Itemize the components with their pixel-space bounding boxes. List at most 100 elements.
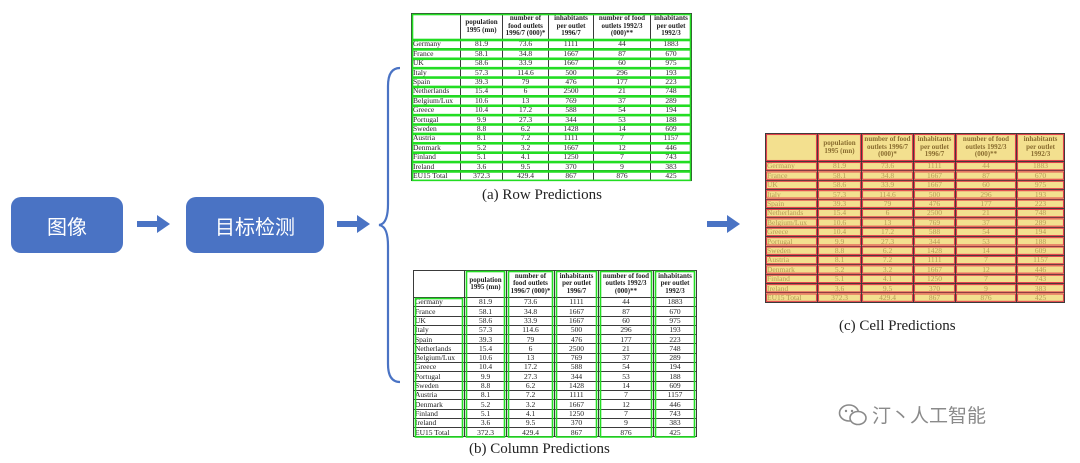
- table-row-label: Spain: [413, 334, 465, 345]
- table-row-label: Belgium/Lux: [413, 352, 465, 364]
- table-row-label: Netherlands: [765, 207, 818, 219]
- table-cell: 188: [650, 114, 692, 125]
- table-cell: 372.3: [460, 170, 503, 181]
- table-cell: 500: [554, 324, 599, 336]
- table-cell: 1428: [548, 123, 594, 134]
- table-cell: 17.2: [861, 226, 914, 238]
- table-cell: 743: [650, 151, 692, 163]
- table-cell: 37: [593, 95, 651, 106]
- table-cell: 114.6: [861, 189, 914, 200]
- table-row-label: Netherlands: [411, 85, 461, 97]
- table-cell: 37: [598, 352, 654, 364]
- table-row-label: Austria: [411, 132, 461, 144]
- table-cell: 3.2: [502, 142, 549, 153]
- table-cell: 3.6: [817, 283, 862, 294]
- table-cell: 9.5: [506, 417, 555, 429]
- table-cell: 12: [598, 399, 654, 410]
- cell-predictions-caption: (c) Cell Predictions: [839, 318, 956, 334]
- table-cell: 7: [593, 151, 651, 163]
- table-cell: 17.2: [502, 104, 549, 116]
- table-cell: 5.2: [817, 264, 862, 275]
- table-cell: 3.6: [460, 161, 503, 172]
- table-cell: 6: [861, 207, 914, 219]
- table-cell: 194: [650, 104, 692, 116]
- table-cell: 476: [554, 334, 599, 345]
- table-cell: 289: [650, 95, 692, 106]
- arrow-icon: [337, 215, 370, 233]
- table-cell: 79: [861, 198, 914, 209]
- table-cell: 7: [955, 273, 1017, 285]
- table-cell: 34.8: [861, 170, 914, 181]
- table-cell: 1883: [653, 296, 697, 308]
- table-cell: 769: [554, 352, 599, 364]
- table-cell: 344: [554, 371, 599, 382]
- table-cell: 975: [653, 315, 697, 326]
- table-header-cell: inhabitants per outlet 1992/3: [1016, 133, 1065, 162]
- table-row-label: UK: [411, 57, 461, 69]
- table-row-label: France: [411, 48, 461, 59]
- table-row-label: Italy: [411, 67, 461, 78]
- table-cell: 6: [502, 85, 549, 97]
- table-cell: 3.2: [861, 264, 914, 275]
- data-table: population 1995 (mn)number of food outle…: [413, 270, 697, 438]
- table-cell: 670: [1016, 170, 1065, 181]
- table-cell: 7: [598, 408, 654, 419]
- table-cell: 73.6: [506, 296, 555, 308]
- table-cell: 60: [598, 315, 654, 326]
- table-row-label: Belgium/Lux: [765, 217, 818, 228]
- table-cell: 44: [955, 160, 1017, 172]
- table-cell: 21: [598, 343, 654, 354]
- table-cell: 1667: [548, 57, 594, 69]
- table-cell: 1428: [913, 245, 956, 256]
- table-cell: 769: [548, 95, 594, 106]
- table-cell: 748: [1016, 207, 1065, 219]
- table-cell: 34.8: [502, 48, 549, 59]
- table-cell: 1250: [548, 151, 594, 163]
- table-cell: 81.9: [464, 296, 507, 308]
- table-cell: 2500: [554, 343, 599, 354]
- table-row-label: UK: [765, 179, 818, 191]
- watermark: 汀丶人工智能: [838, 401, 986, 428]
- table-cell: 15.4: [817, 207, 862, 219]
- table-row-label: Denmark: [413, 399, 465, 410]
- table-cell: 1250: [554, 408, 599, 419]
- table-cell: 425: [650, 170, 692, 181]
- table-cell: 57.3: [464, 324, 507, 336]
- column-predictions-table: population 1995 (mn)number of food outle…: [413, 270, 697, 438]
- table-cell: 670: [650, 48, 692, 59]
- table-cell: 876: [593, 170, 651, 181]
- table-cell: 876: [955, 292, 1017, 303]
- table-cell: 876: [598, 427, 654, 438]
- table-cell: 4.1: [502, 151, 549, 163]
- table-cell: 7: [593, 132, 651, 144]
- table-cell: 296: [598, 324, 654, 336]
- table-row-label: Portugal: [765, 236, 818, 247]
- table-row-label: EU15 Total: [411, 170, 461, 181]
- table-cell: 54: [955, 226, 1017, 238]
- table-cell: 5.2: [460, 142, 503, 153]
- table-cell: 7.2: [502, 132, 549, 144]
- table-cell: 1667: [548, 142, 594, 153]
- table-cell: 1883: [1016, 160, 1065, 172]
- table-cell: 34.8: [506, 306, 555, 317]
- table-cell: 87: [598, 306, 654, 317]
- table-row-label: Denmark: [411, 142, 461, 153]
- table-header-cell: [765, 133, 818, 162]
- table-row-label: Greece: [411, 104, 461, 116]
- table-cell: 372.3: [817, 292, 862, 303]
- table-cell: 1667: [548, 48, 594, 59]
- stage-detection-label: 目标检测: [215, 214, 295, 239]
